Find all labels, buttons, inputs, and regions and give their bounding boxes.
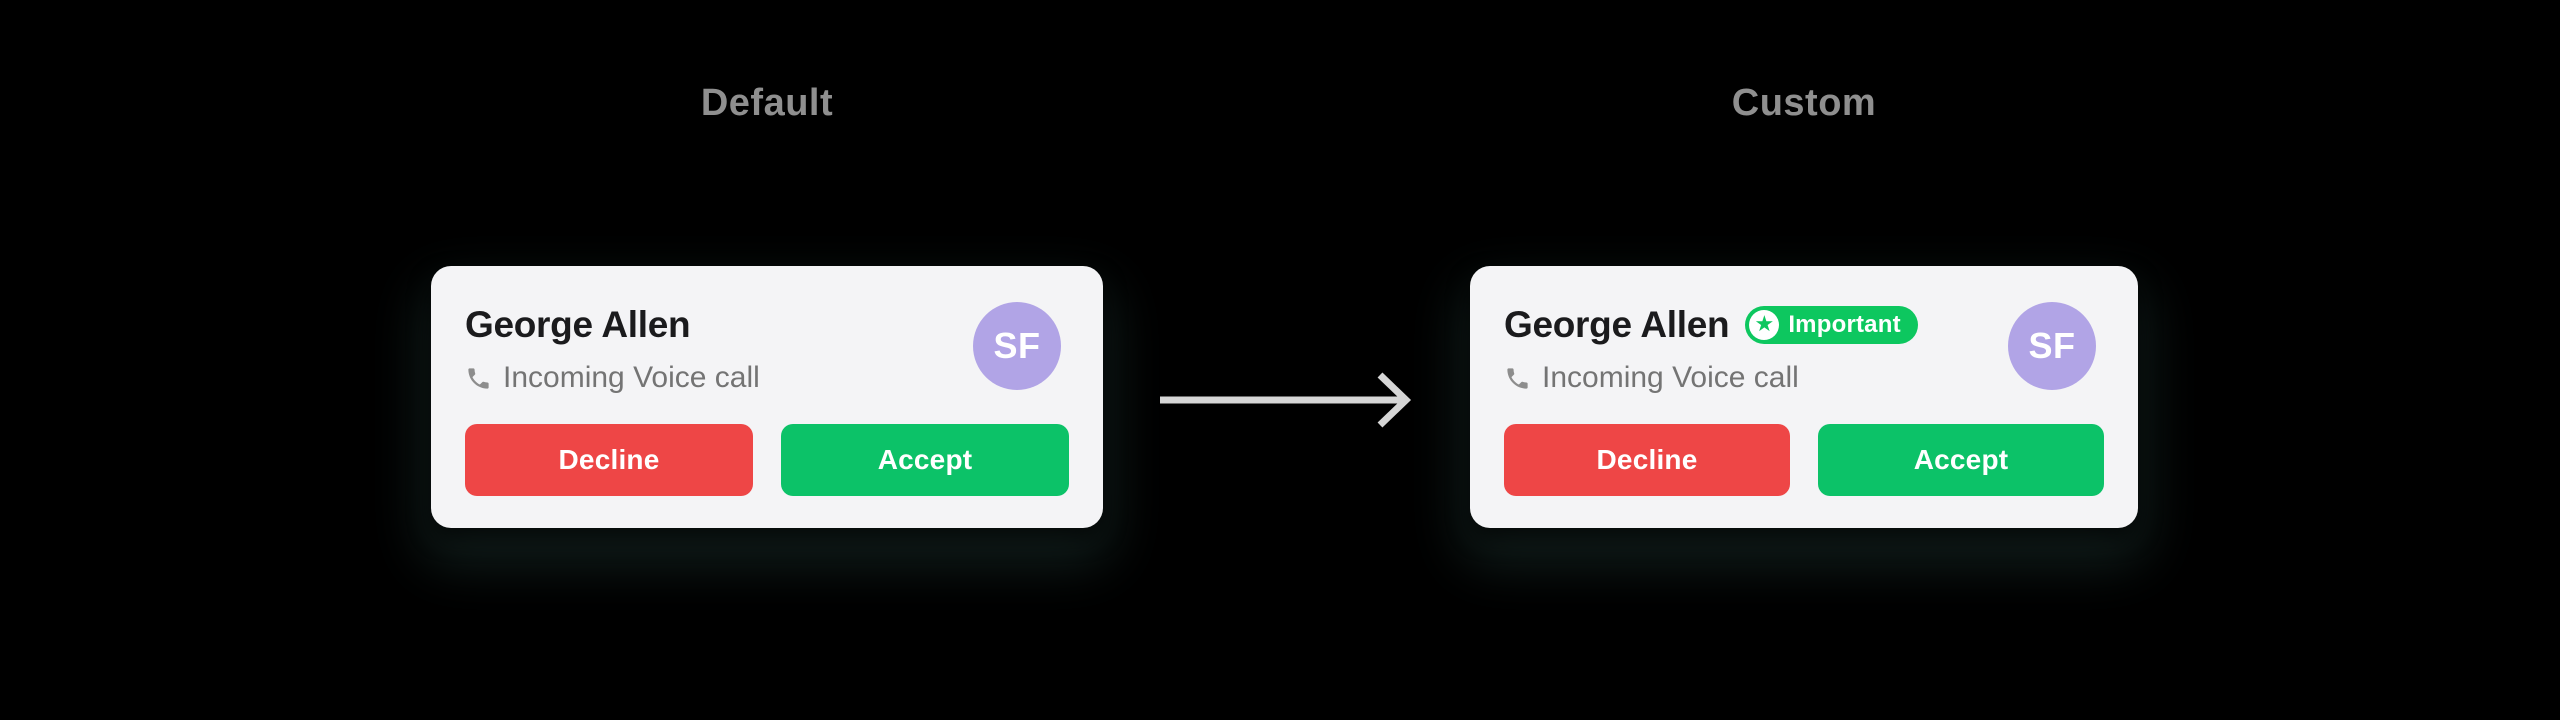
decline-button[interactable]: Decline [465,424,753,496]
avatar: SF [973,302,1061,390]
badge-label: Important [1788,311,1901,338]
avatar: SF [2008,302,2096,390]
name-row: George Allen ★ Important [1504,302,2104,348]
star-glyph: ★ [1754,311,1775,336]
button-row: Decline Accept [465,424,1069,496]
caller-name: George Allen [1504,304,1730,345]
card-body: George Allen ★ Important Incoming Voice … [1470,266,2138,528]
section-title-custom: Custom [1731,82,1877,124]
call-notification-card-default: George Allen Incoming Voice call SF Decl… [431,266,1103,528]
star-icon: ★ [1749,310,1780,340]
avatar-initials: SF [993,325,1041,366]
call-status: Incoming Voice call [503,361,760,394]
call-notification-card-custom: George Allen ★ Important Incoming Voice … [1470,266,2138,528]
arrow-right-icon [1160,372,1412,428]
caller-name: George Allen [465,304,691,345]
phone-icon [468,367,489,389]
decline-button[interactable]: Decline [1504,424,1790,496]
card-body: George Allen Incoming Voice call SF Decl… [431,266,1103,528]
important-badge: ★ Important [1745,306,1918,344]
status-row: Incoming Voice call [1504,359,2104,397]
name-row: George Allen [465,302,1069,348]
avatar-initials: SF [2028,325,2076,366]
button-row: Decline Accept [1504,424,2104,496]
call-status: Incoming Voice call [1542,361,1799,394]
accept-button[interactable]: Accept [1818,424,2104,496]
phone-icon [1507,367,1528,389]
status-row: Incoming Voice call [465,359,1069,397]
accept-button[interactable]: Accept [781,424,1069,496]
section-title-default: Default [700,82,834,124]
